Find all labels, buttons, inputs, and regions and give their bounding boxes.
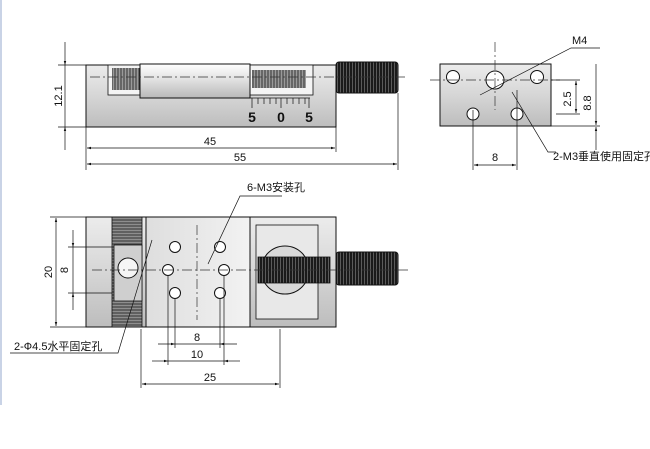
m3-install-hole: [169, 241, 181, 253]
front-view: 5 0 5 12.1 45 55: [53, 42, 405, 170]
side-hole: [530, 70, 544, 84]
left-edge-bar: [0, 0, 2, 405]
dim-8-8: 8.8: [582, 95, 594, 110]
m3-install-hole: [169, 287, 181, 299]
scale-label-mid: 0: [277, 109, 285, 125]
side-hole: [446, 70, 460, 84]
m3-install-leader: [207, 195, 282, 265]
dim-45: 45: [204, 136, 216, 148]
label-m3-vertical: 2-M3垂直使用固定孔: [553, 149, 650, 163]
slide-carriage: [139, 63, 251, 99]
label-m3-install: 6-M3安装孔: [247, 180, 305, 194]
scale-label-right: 5: [305, 109, 313, 125]
front-right-thread: [252, 70, 306, 88]
dim-55: 55: [234, 152, 246, 164]
label-m4: M4: [572, 35, 587, 47]
phi-hole: [117, 257, 139, 279]
dim-10: 10: [191, 349, 203, 361]
dim-8-side: 8: [492, 152, 498, 164]
phi-leader: [10, 239, 153, 354]
dim-2-5: 2.5: [562, 91, 574, 106]
front-knob: [335, 61, 399, 94]
m4-leader: [479, 47, 600, 96]
dim-12-1: 12.1: [53, 85, 65, 106]
dim-25: 25: [204, 372, 216, 384]
top-view: 20 8 6-M3安装孔 8 10 25 2-Ф4.5水平固定孔: [10, 180, 410, 388]
top-carriage: [145, 216, 251, 328]
vernier-scale: [250, 97, 310, 108]
dim-20: 20: [43, 266, 55, 278]
scale-label-left: 5: [248, 109, 256, 125]
m3-vertical-leader: [511, 91, 556, 153]
side-view: 8 M4 2.5 8.8 2-M3垂直使用固定孔: [430, 35, 650, 170]
label-phi-holes: 2-Ф4.5水平固定孔: [14, 339, 102, 353]
m3-install-hole: [214, 287, 226, 299]
top-knob: [335, 251, 399, 286]
dim-8-bottom: 8: [194, 332, 200, 344]
front-left-thread: [112, 68, 142, 90]
dim-8-left: 8: [59, 267, 71, 273]
